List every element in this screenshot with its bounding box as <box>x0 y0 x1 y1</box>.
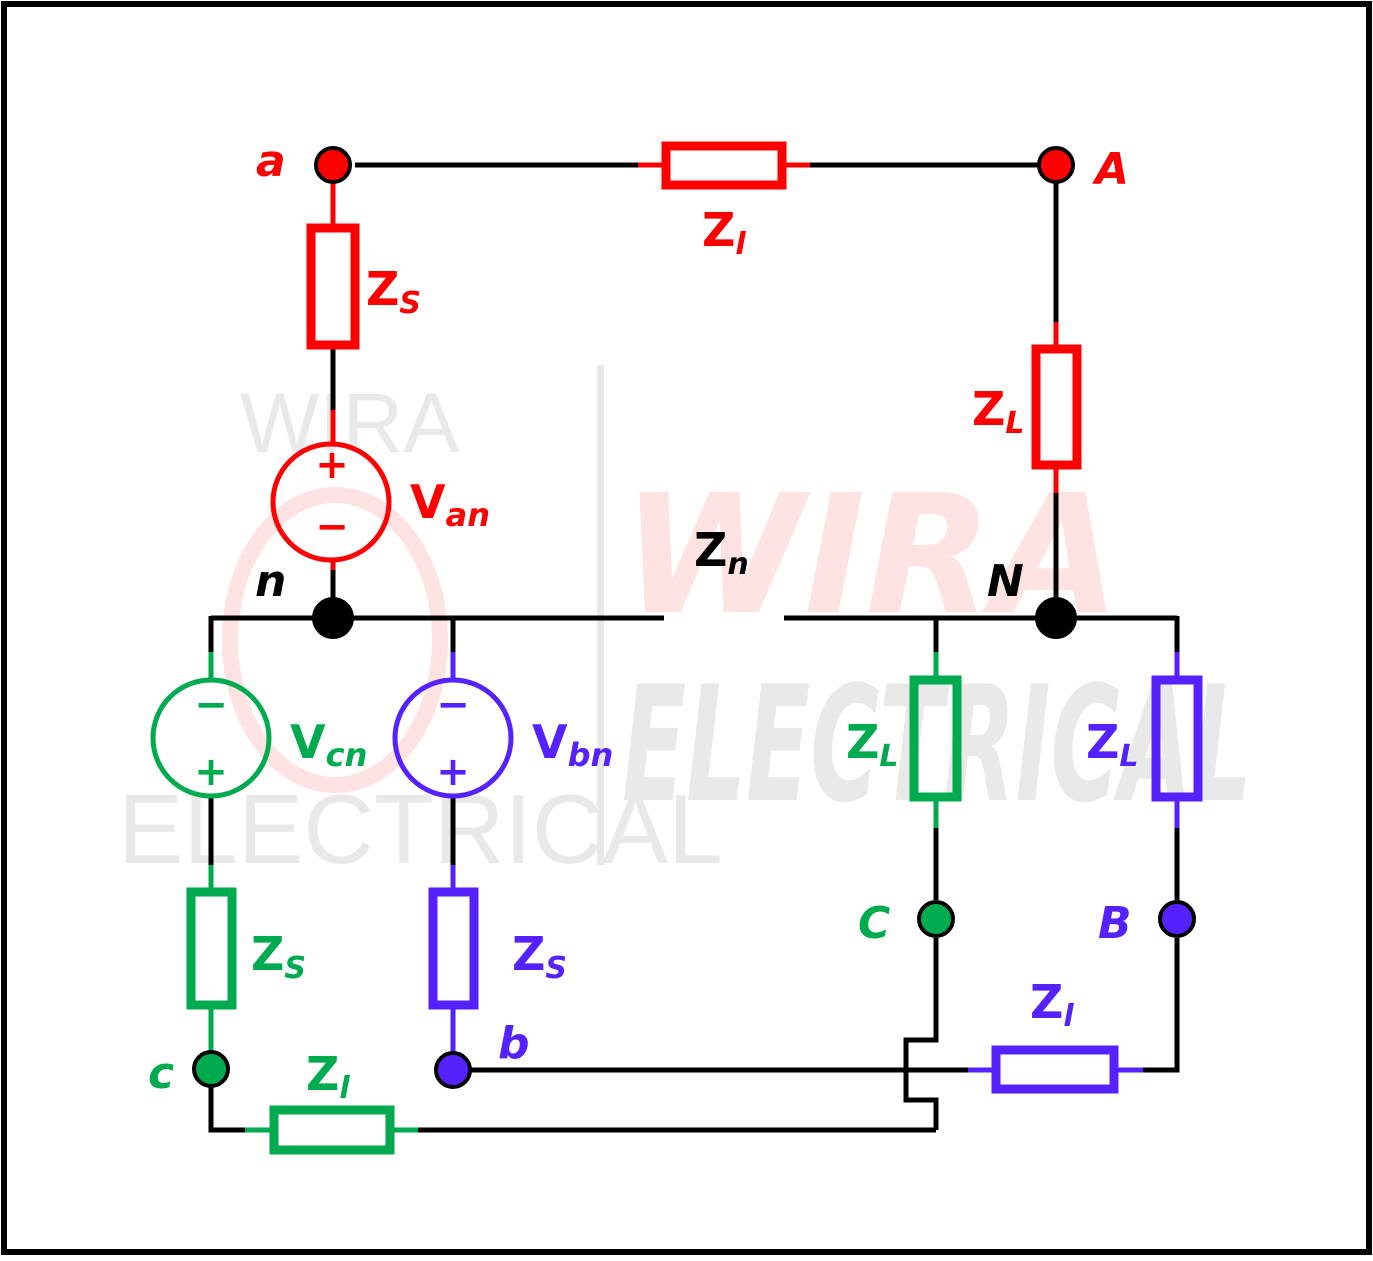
watermark-logo-ring <box>222 487 448 793</box>
label-node-a: a <box>256 136 286 187</box>
label-zload-c: ZL <box>846 715 898 774</box>
label-vbn: Vbn <box>532 715 613 774</box>
node-c <box>192 1050 230 1088</box>
impedance-line-a <box>661 141 787 190</box>
label-zload-a: ZL <box>972 382 1024 441</box>
label-zl-a: Zl <box>702 203 746 262</box>
watermark-brand-top-small: WIRA <box>240 376 459 470</box>
label-zl-b: Zl <box>1030 975 1074 1034</box>
voltage-source-b <box>392 677 514 799</box>
node-b <box>434 1051 472 1089</box>
polarity-signs: + − − + − + <box>194 442 470 795</box>
node-B <box>1158 900 1196 938</box>
van-bottom-sign: − <box>315 504 349 550</box>
impedance-line-b <box>991 1045 1119 1094</box>
watermark-divider <box>597 365 604 865</box>
label-zload-b: ZL <box>1086 715 1138 774</box>
node-n <box>312 597 354 639</box>
phase-c-elements <box>150 652 962 1155</box>
van-top-sign: + <box>315 442 349 488</box>
label-node-N: N <box>987 556 1024 607</box>
node-N <box>1035 597 1077 639</box>
watermark-brand-bottom-small: ELECTRICAL <box>118 774 723 884</box>
label-zs-b: ZS <box>512 927 567 986</box>
voltage-source-c <box>150 677 272 799</box>
node-a <box>314 146 352 184</box>
watermark: WIRA ELECTRICAL WIRA ELECTRICAL <box>118 365 1252 884</box>
label-zn: Zn <box>694 523 749 582</box>
phase-a-elements <box>270 141 1082 570</box>
vcn-bottom-sign: + <box>194 749 228 795</box>
impedance-load-a <box>1031 344 1082 470</box>
vbn-top-sign: − <box>436 682 470 728</box>
node-labels: a A n N c b C B <box>148 136 1132 1099</box>
wire-C-return-crossover <box>903 938 939 1130</box>
impedance-source-b <box>428 887 479 1010</box>
impedance-line-c <box>269 1105 395 1155</box>
label-vcn: Vcn <box>290 715 367 774</box>
nodes <box>192 146 1196 1089</box>
node-C <box>917 900 955 938</box>
label-zl-c: Zl <box>306 1047 350 1106</box>
impedance-source-a <box>306 223 360 350</box>
impedance-source-c <box>186 887 237 1010</box>
vbn-bottom-sign: + <box>436 749 470 795</box>
component-labels: Zl ZS ZL Van Zn Vcn Vbn ZL ZL ZS ZS Zl Z… <box>251 203 1138 1106</box>
label-van: Van <box>410 475 490 534</box>
wire-c-line-bottom <box>208 1085 245 1133</box>
label-node-B: B <box>1098 898 1132 949</box>
node-A <box>1037 146 1075 184</box>
label-node-C: C <box>858 898 890 949</box>
vcn-top-sign: − <box>194 682 228 728</box>
label-node-b: b <box>498 1018 530 1069</box>
label-node-c: c <box>148 1048 174 1099</box>
label-zs-a: ZS <box>366 262 421 321</box>
wire-lineb-to-B <box>1143 938 1180 1073</box>
label-node-A: A <box>1092 144 1129 195</box>
neutral-wiring <box>208 162 1180 1133</box>
phase-b-elements <box>392 652 1203 1094</box>
label-node-n: n <box>255 556 286 607</box>
label-zs-c: ZS <box>251 927 306 986</box>
